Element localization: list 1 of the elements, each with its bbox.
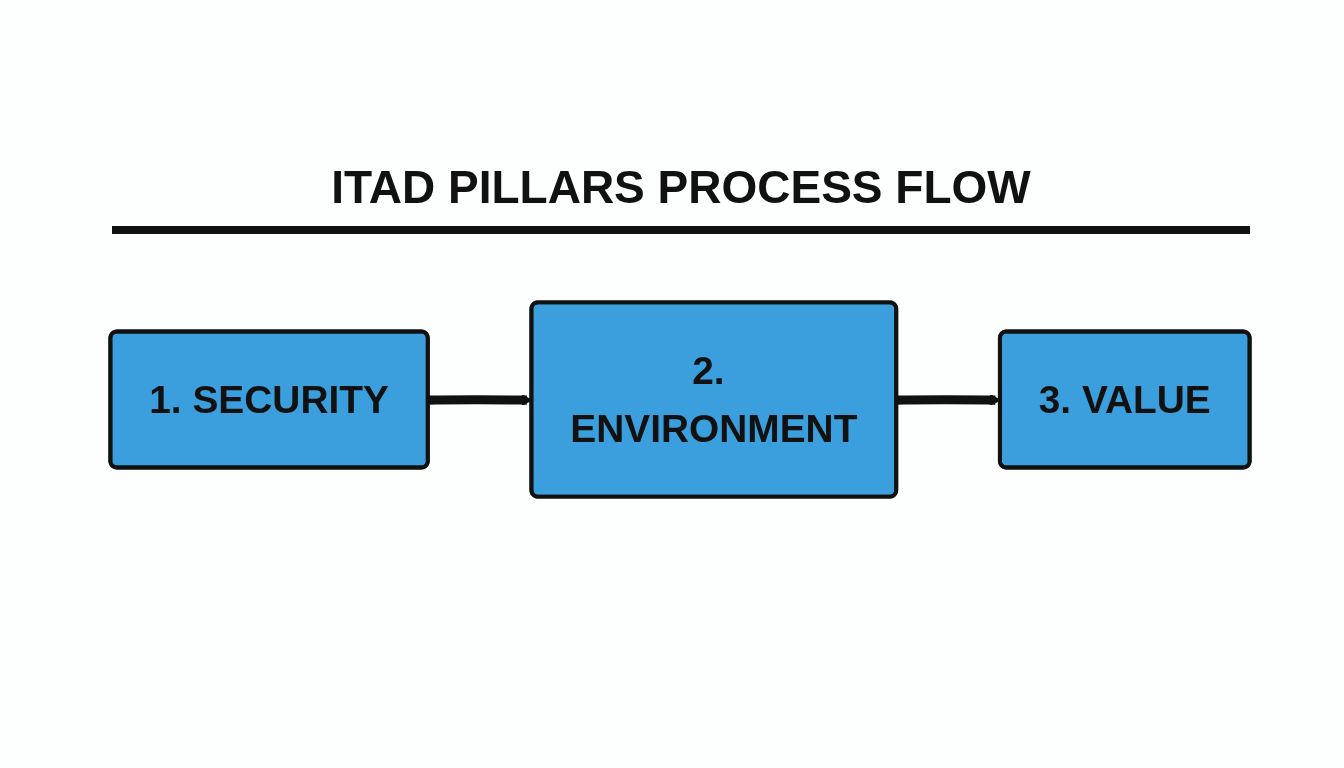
diagram-title: ITAD PILLARS PROCESS FLOW: [330, 160, 1032, 214]
